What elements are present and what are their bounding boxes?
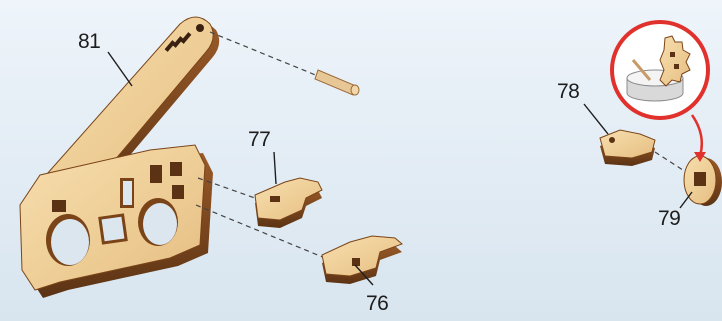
leader-77	[273, 151, 277, 185]
guide-line-77	[197, 177, 256, 199]
pin-part	[314, 69, 360, 96]
label-79: 79	[658, 207, 681, 230]
part-76	[321, 235, 403, 284]
part-77	[254, 177, 323, 228]
guide-line-79	[654, 151, 687, 173]
guide-line-pin	[209, 31, 319, 77]
glue-highlight	[610, 20, 710, 120]
leader-78	[583, 103, 609, 135]
leader-76	[354, 264, 374, 286]
leader-79	[679, 191, 693, 209]
part-78	[599, 129, 656, 166]
part-81-body-plate	[19, 144, 213, 298]
label-77: 77	[248, 128, 271, 151]
part-79	[683, 155, 722, 206]
label-78: 78	[557, 80, 580, 103]
part-81-lever	[30, 16, 220, 206]
gear-part-dipped	[659, 35, 691, 87]
label-76: 76	[366, 292, 389, 315]
leader-81	[107, 51, 133, 87]
arrow-down-icon	[690, 114, 706, 162]
glue-pot-icon	[626, 59, 684, 102]
label-81: 81	[78, 30, 101, 53]
